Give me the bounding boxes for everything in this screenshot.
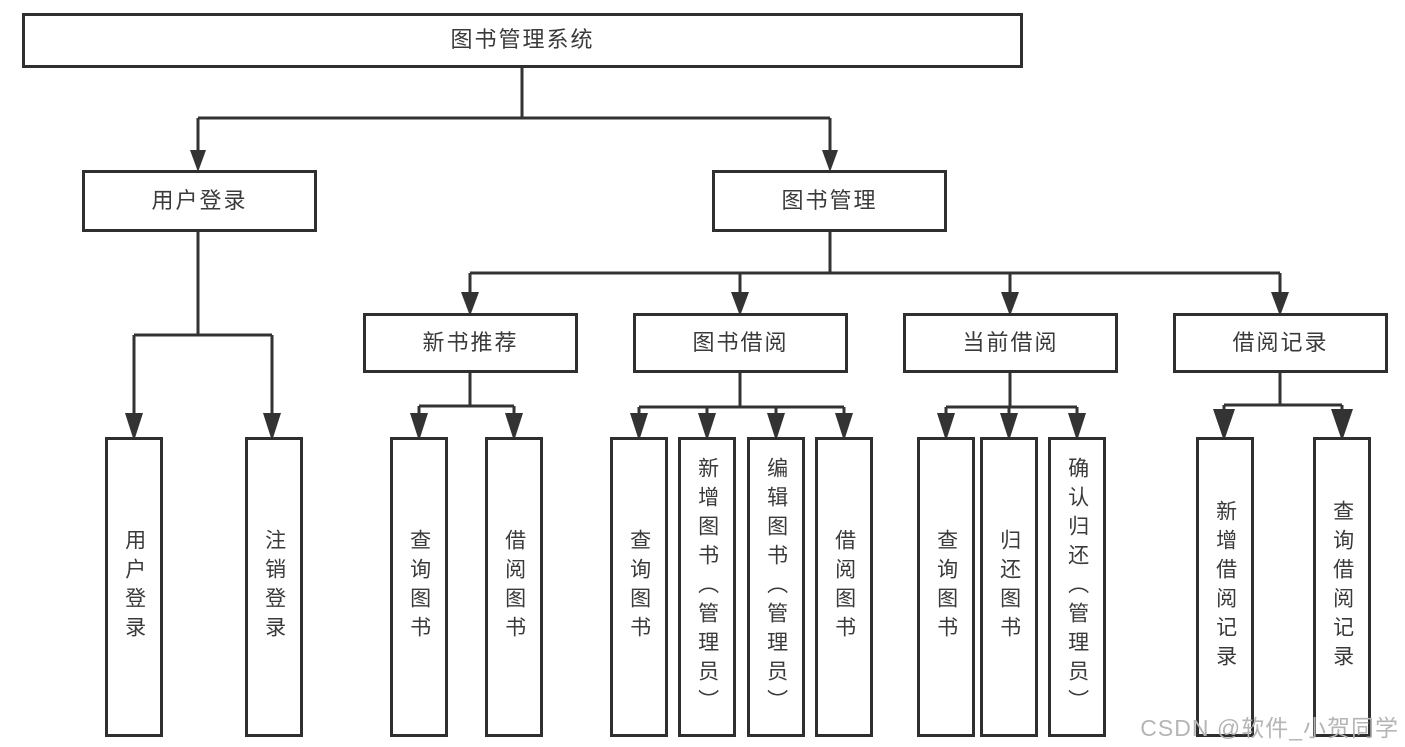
node-leaf-return-book: 归还图书 <box>980 437 1038 737</box>
node-label: 借阅图书 <box>502 529 526 645</box>
node-label: 查询图书 <box>627 529 651 645</box>
node-borrow-record: 借阅记录 <box>1173 313 1388 373</box>
node-leaf-query-book-bb: 查询图书 <box>610 437 668 737</box>
node-leaf-confirm-return-admin: 确认归还（管理员） <box>1048 437 1106 737</box>
node-label: 新书推荐 <box>422 329 519 355</box>
node-label: 查询图书 <box>407 529 431 645</box>
node-leaf-query-book-cb: 查询图书 <box>917 437 975 737</box>
node-label: 查询图书 <box>934 529 958 645</box>
node-new-book-recommend: 新书推荐 <box>363 313 578 373</box>
node-leaf-borrow-book-rec: 借阅图书 <box>485 437 543 737</box>
node-label: 借阅记录 <box>1232 329 1329 355</box>
node-leaf-query-borrow-record: 查询借阅记录 <box>1313 437 1371 737</box>
node-label: 用户登录 <box>151 187 248 213</box>
node-label: 查询借阅记录 <box>1330 500 1354 674</box>
node-leaf-user-login: 用户登录 <box>105 437 163 737</box>
node-label: 图书管理 <box>781 187 878 213</box>
node-leaf-edit-book-admin: 编辑图书（管理员） <box>747 437 805 737</box>
node-label: 归还图书 <box>997 529 1021 645</box>
node-leaf-add-book-admin: 新增图书（管理员） <box>678 437 736 737</box>
node-label: 新增借阅记录 <box>1213 500 1237 674</box>
node-label: 编辑图书（管理员） <box>764 456 788 718</box>
watermark: CSDN @软件_小贺同学 <box>1140 715 1399 741</box>
node-label: 注销登录 <box>262 529 286 645</box>
node-book-borrow: 图书借阅 <box>633 313 848 373</box>
node-label: 借阅图书 <box>832 529 856 645</box>
node-leaf-add-borrow-record: 新增借阅记录 <box>1196 437 1254 737</box>
node-label: 图书管理系统 <box>450 27 595 53</box>
node-leaf-logout: 注销登录 <box>245 437 303 737</box>
node-label: 图书借阅 <box>692 329 789 355</box>
node-label: 用户登录 <box>122 529 146 645</box>
node-leaf-borrow-book-bb: 借阅图书 <box>815 437 873 737</box>
node-current-borrow: 当前借阅 <box>903 313 1118 373</box>
node-library-management-system: 图书管理系统 <box>22 13 1023 68</box>
node-label: 新增图书（管理员） <box>695 456 719 718</box>
node-user-login: 用户登录 <box>82 170 317 232</box>
node-leaf-query-book-rec: 查询图书 <box>390 437 448 737</box>
node-label: 当前借阅 <box>962 329 1059 355</box>
node-book-management: 图书管理 <box>712 170 947 232</box>
node-label: 确认归还（管理员） <box>1065 456 1089 718</box>
